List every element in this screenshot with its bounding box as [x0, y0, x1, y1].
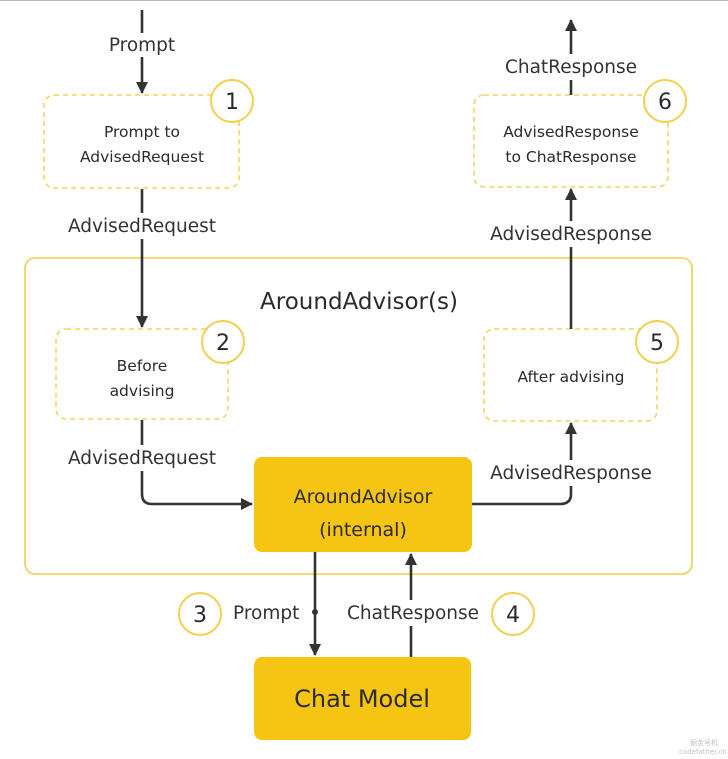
- step-5-label: After advising: [517, 368, 624, 386]
- group-title: AroundAdvisor(s): [260, 289, 458, 315]
- step-1-label-line1: Prompt to: [104, 123, 180, 141]
- top-divider: [0, 0, 728, 1]
- step-6-number-badge: 6: [643, 79, 687, 123]
- step-1-box: [43, 94, 240, 189]
- edge-label-advised-request-1: AdvisedRequest: [68, 216, 216, 237]
- arrow-advised-response-1: [472, 422, 577, 506]
- core-label-line1: AroundAdvisor: [294, 486, 433, 508]
- svg-text:2: 2: [216, 331, 230, 356]
- around-advisor-internal-box: [254, 457, 472, 552]
- svg-text:1: 1: [225, 90, 239, 115]
- step-6-box: [473, 94, 669, 188]
- edge-label-advised-response-2: AdvisedResponse: [490, 224, 652, 245]
- watermark-line2: codefather.cn: [679, 748, 727, 756]
- step-1-label-line2: AdvisedRequest: [80, 148, 204, 166]
- step-2-label-line1: Before: [117, 357, 168, 375]
- step-2-box: [55, 328, 229, 420]
- step-5-number-badge: 5: [635, 320, 679, 364]
- around-advisors-group: [24, 257, 693, 575]
- edge-label-chat-response-out: ChatResponse: [505, 57, 637, 78]
- core-label-line2: (internal): [319, 519, 407, 541]
- chat-model-label: Chat Model: [294, 685, 430, 713]
- step-1-number-badge: 1: [210, 79, 254, 123]
- chat-model-box: [254, 657, 471, 740]
- svg-text:5: 5: [650, 331, 664, 356]
- step-2-label-line2: advising: [110, 382, 175, 400]
- step-6-label-line1: AdvisedResponse: [503, 123, 639, 141]
- svg-text:6: 6: [658, 90, 672, 115]
- step-4-number-badge: 4: [491, 592, 535, 636]
- step-3-number-badge: 3: [178, 592, 222, 636]
- arrow-advised-request-2: [140, 420, 253, 510]
- edge-label-advised-request-2: AdvisedRequest: [68, 448, 216, 469]
- step-6-label-line2: to ChatResponse: [505, 148, 636, 166]
- edge-label-prompt-to-model: Prompt: [233, 603, 299, 624]
- svg-text:4: 4: [506, 603, 520, 628]
- edge-label-prompt-in: Prompt: [109, 35, 175, 56]
- svg-text:3: 3: [193, 603, 207, 628]
- edge-label-advised-response-1: AdvisedResponse: [490, 463, 652, 484]
- watermark-line1: 掘金号机: [690, 738, 718, 747]
- prompt-dot: [312, 609, 318, 615]
- edge-label-chat-response-from-model: ChatResponse: [347, 603, 479, 624]
- step-2-number-badge: 2: [201, 320, 245, 364]
